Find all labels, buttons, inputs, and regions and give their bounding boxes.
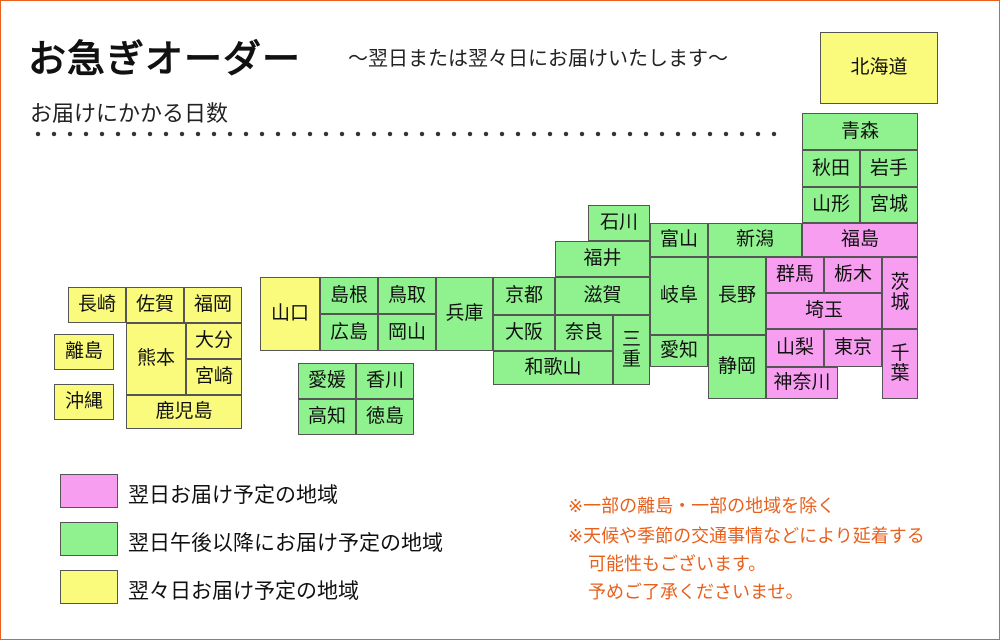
pref-tochigi: 栃木 (824, 257, 882, 293)
pref-kanagawa: 神奈川 (766, 367, 838, 399)
pref-nagasaki: 長崎 (68, 287, 126, 323)
pref-aichi: 愛知 (650, 335, 708, 367)
pref-yamaguchi: 山口 (260, 277, 320, 351)
legend-label-next-day-afternoon: 翌日午後以降にお届け予定の地域 (128, 531, 443, 555)
legend-swatch-next-day-afternoon (60, 522, 118, 556)
pref-akita: 秋田 (802, 150, 860, 187)
pref-oita: 大分 (186, 323, 242, 359)
pref-shimane: 島根 (320, 277, 378, 314)
pref-kyoto: 京都 (493, 277, 555, 315)
legend-swatch-next-day (60, 474, 118, 508)
pref-ehime: 愛媛 (298, 363, 356, 399)
pref-tokyo: 東京 (824, 329, 882, 367)
pref-fukushima: 福島 (802, 223, 918, 257)
legend-label-two-days: 翌々日お届け予定の地域 (128, 579, 359, 603)
pref-kagawa: 香川 (356, 363, 414, 399)
pref-wakayama: 和歌山 (493, 351, 613, 385)
pref-hyogo: 兵庫 (436, 277, 493, 351)
pref-yamanashi: 山梨 (766, 329, 824, 367)
page-subtitle: ～翌日または翌々日にお届けいたします～ (348, 46, 728, 70)
dotted-divider (30, 128, 780, 140)
pref-chiba: 千葉 (882, 329, 918, 399)
pref-shizuoka: 静岡 (708, 335, 766, 399)
page-title: お急ぎオーダー (28, 37, 302, 81)
pref-tokushima: 徳島 (356, 399, 414, 435)
pref-okayama: 岡山 (378, 314, 436, 351)
pref-nagano: 長野 (708, 257, 766, 335)
pref-miyagi: 宮城 (860, 187, 918, 223)
pref-kochi: 高知 (298, 399, 356, 435)
pref-ritou: 離島 (54, 334, 114, 370)
pref-tottori: 鳥取 (378, 277, 436, 314)
note-delay-cont: 可能性もございます。 (588, 554, 767, 575)
pref-nara: 奈良 (555, 315, 613, 351)
note-exclusion: ※一部の離島・一部の地域を除く (568, 496, 836, 517)
pref-miyazaki: 宮崎 (186, 359, 242, 395)
pref-mie: 三重 (613, 315, 650, 385)
pref-niigata: 新潟 (708, 223, 802, 257)
pref-gifu: 岐阜 (650, 257, 708, 335)
pref-kumamoto: 熊本 (126, 323, 186, 395)
legend-swatch-two-days (60, 570, 118, 604)
pref-aomori: 青森 (802, 113, 918, 150)
pref-gunma: 群馬 (766, 257, 824, 293)
pref-kagoshima: 鹿児島 (126, 395, 242, 429)
legend-label-next-day: 翌日お届け予定の地域 (128, 483, 338, 507)
pref-hokkaido: 北海道 (820, 32, 938, 104)
pref-fukui: 福井 (555, 241, 650, 277)
note-delay: ※天候や季節の交通事情などにより延着する (568, 526, 925, 547)
pref-toyama: 富山 (650, 223, 708, 257)
pref-iwate: 岩手 (860, 150, 918, 187)
pref-saitama: 埼玉 (766, 293, 882, 329)
pref-shiga: 滋賀 (555, 277, 650, 315)
pref-saga: 佐賀 (126, 287, 184, 323)
pref-ibaraki: 茨城 (882, 257, 918, 329)
pref-hiroshima: 広島 (320, 314, 378, 351)
pref-fukuoka: 福岡 (184, 287, 242, 323)
pref-ishikawa: 石川 (588, 205, 650, 241)
section-heading: お届けにかかる日数 (30, 102, 229, 127)
pref-okinawa: 沖縄 (54, 384, 114, 420)
pref-yamagata: 山形 (802, 187, 860, 223)
pref-osaka: 大阪 (493, 315, 555, 351)
note-apology: 予めご了承くださいませ。 (588, 582, 804, 603)
